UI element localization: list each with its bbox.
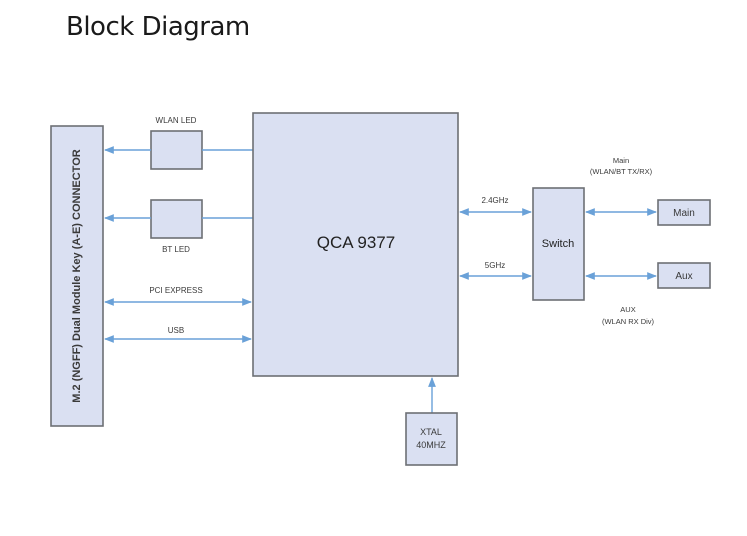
- usb-label: USB: [168, 326, 184, 335]
- bt-led-label: BT LED: [162, 245, 190, 254]
- band-24ghz-label: 2.4GHz: [481, 196, 508, 205]
- xtal-label: XTAL: [420, 427, 442, 437]
- band-5ghz-label: 5GHz: [485, 261, 505, 270]
- aux-path-label: AUX: [620, 305, 635, 314]
- switch-label: Switch: [542, 238, 574, 250]
- main-path-label: Main: [613, 156, 629, 165]
- page-title: Block Diagram: [66, 12, 250, 42]
- xtal-frequency-label: 40MHZ: [416, 440, 446, 450]
- pci-express-label: PCI EXPRESS: [149, 286, 202, 295]
- switch-block: Switch: [532, 187, 585, 301]
- main-antenna-block: Main: [657, 199, 711, 226]
- aux-antenna-block: Aux: [657, 262, 711, 289]
- connector-block: M.2 (NGFF) Dual Module Key (A-E) CONNECT…: [50, 125, 104, 427]
- wlan-led-label: WLAN LED: [156, 116, 197, 125]
- wlan-led-block: WLAN LED: [150, 116, 203, 170]
- aux-antenna-label: Aux: [675, 271, 692, 282]
- connector-label: M.2 (NGFF) Dual Module Key (A-E) CONNECT…: [71, 149, 83, 402]
- main-antenna-label: Main: [673, 208, 695, 219]
- bt-led-block: BT LED: [150, 199, 203, 254]
- chip-block: QCA 9377: [252, 112, 459, 377]
- main-path-sublabel: (WLAN/BT TX/RX): [590, 167, 653, 176]
- chip-label: QCA 9377: [317, 233, 395, 252]
- xtal-block: XTAL 40MHZ: [405, 412, 458, 466]
- aux-path-sublabel: (WLAN RX Div): [602, 317, 655, 326]
